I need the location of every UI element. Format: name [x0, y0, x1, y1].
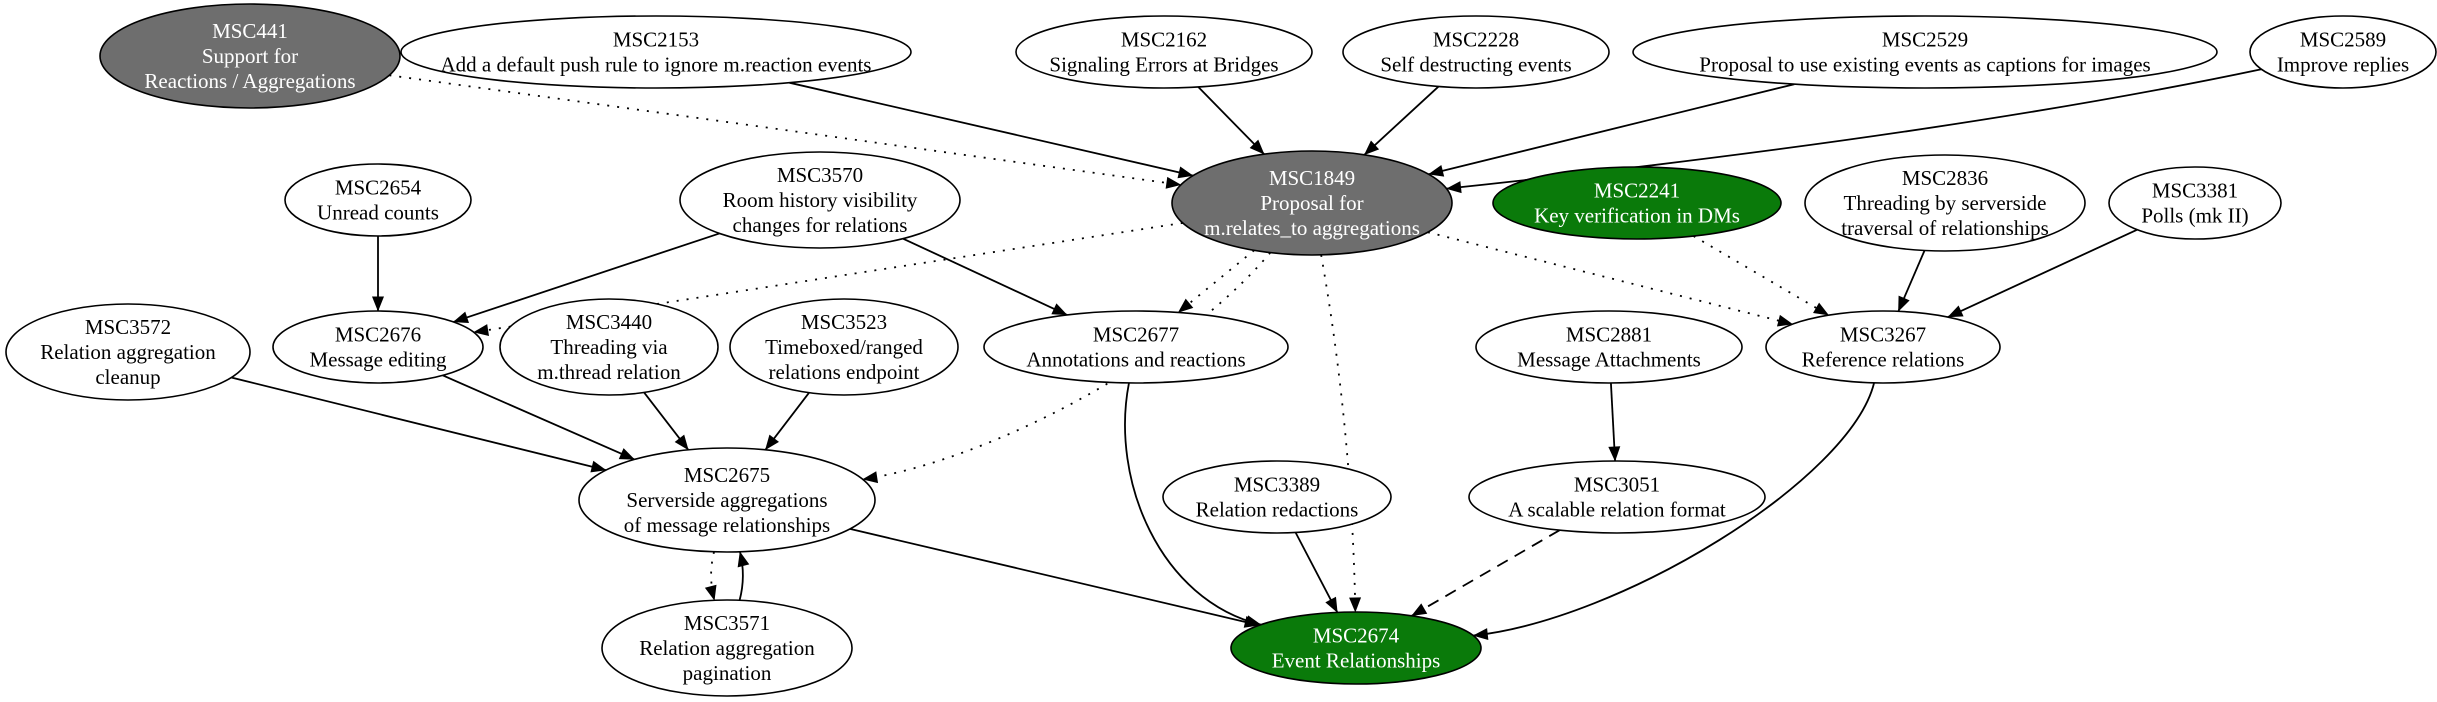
node-ellipse-MSC2589 — [2249, 15, 2437, 89]
edge-MSC2675-MSC3571 — [704, 551, 717, 601]
edge-MSC3267-MSC2674 — [1472, 382, 1875, 640]
node-ellipse-MSC3381 — [2108, 166, 2282, 240]
edge-MSC3051-MSC2674 — [1411, 529, 1561, 617]
edge-MSC1849-MSC2675 — [862, 252, 1271, 484]
node-ellipse-MSC2836 — [1804, 154, 2086, 252]
node-ellipse-MSC3570 — [679, 151, 961, 249]
edge-MSC3389-MSC2674 — [1294, 532, 1339, 613]
node-ellipse-MSC2677 — [983, 310, 1289, 384]
node-ellipse-MSC3389 — [1162, 460, 1392, 534]
edge-MSC2881-MSC3051 — [1608, 382, 1621, 462]
node-ellipse-MSC3572 — [5, 303, 251, 401]
edge-MSC1849-MSC2677 — [1177, 249, 1255, 314]
node-ellipse-MSC3571 — [601, 599, 853, 697]
edge-MSC3570-MSC2676 — [452, 232, 720, 324]
node-ellipse-MSC2675 — [578, 447, 876, 553]
edge-MSC2153-MSC1849 — [789, 81, 1194, 179]
edge-MSC2675-MSC2674 — [849, 528, 1260, 628]
edge-MSC2241-MSC3267 — [1693, 235, 1830, 316]
edge-MSC3523-MSC2675 — [764, 392, 810, 451]
edge-MSC2836-MSC3267 — [1897, 250, 1926, 312]
node-ellipse-MSC2162 — [1015, 15, 1313, 89]
node-ellipse-MSC441 — [99, 3, 401, 109]
node-ellipse-MSC2676 — [272, 310, 484, 384]
edge-MSC2677-MSC2674 — [1124, 382, 1262, 628]
edge-MSC1849-MSC2674 — [1320, 254, 1362, 613]
node-ellipse-MSC2881 — [1475, 310, 1743, 384]
node-ellipse-MSC3051 — [1468, 460, 1766, 534]
node-ellipse-MSC2674 — [1230, 611, 1482, 685]
node-ellipse-MSC3440 — [499, 298, 719, 396]
node-ellipse-MSC3523 — [729, 298, 959, 396]
node-ellipse-MSC2654 — [284, 163, 472, 237]
edge-MSC2529-MSC1849 — [1428, 83, 1795, 177]
edge-MSC3381-MSC3267 — [1947, 228, 2138, 318]
edge-MSC2676-MSC2675 — [442, 374, 635, 461]
node-ellipse-MSC2529 — [1632, 15, 2218, 89]
edge-MSC2162-MSC1849 — [1197, 86, 1265, 155]
edge-MSC2228-MSC1849 — [1363, 85, 1440, 156]
node-ellipse-MSC2241 — [1492, 166, 1782, 240]
edge-MSC3440-MSC2675 — [643, 391, 690, 451]
node-ellipse-MSC3267 — [1765, 310, 2001, 384]
edges-layer — [231, 68, 2262, 640]
edge-MSC3571-MSC2675 — [737, 551, 750, 601]
node-ellipse-MSC2228 — [1342, 15, 1610, 89]
node-ellipse-MSC2153 — [400, 15, 912, 89]
edge-MSC3572-MSC2675 — [231, 376, 607, 473]
node-ellipse-MSC1849 — [1171, 150, 1453, 256]
edge-MSC3570-MSC2677 — [902, 237, 1068, 316]
